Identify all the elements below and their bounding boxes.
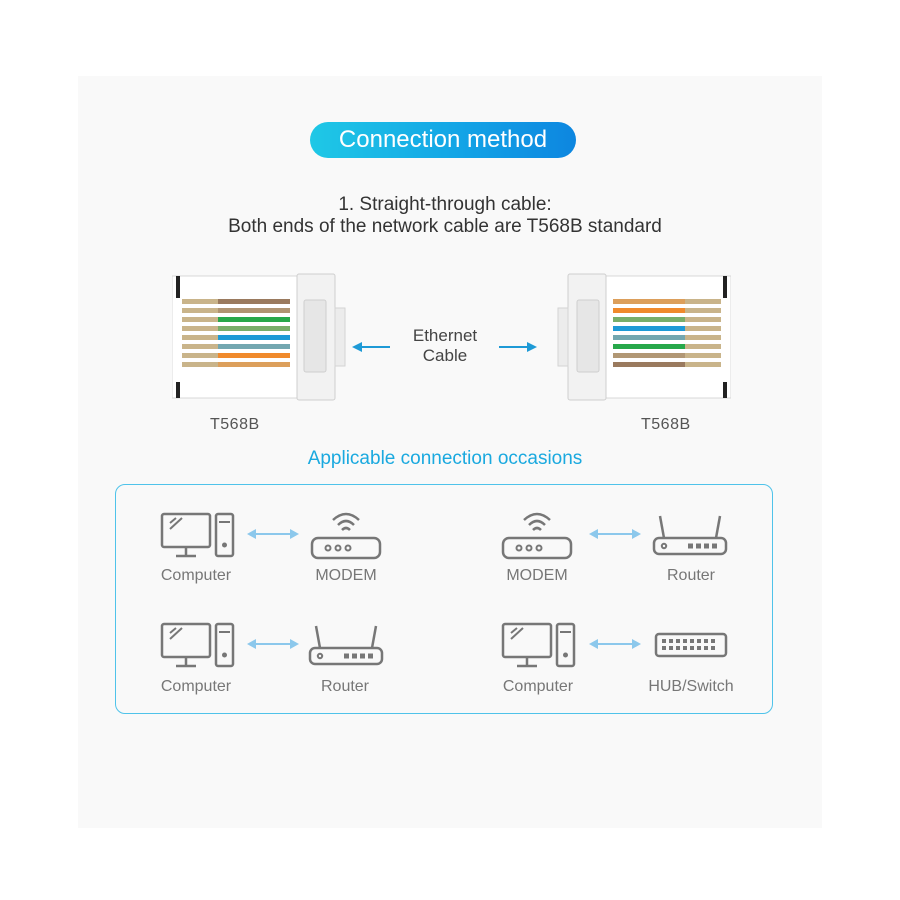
rj45-plug-right-image — [557, 273, 731, 401]
section-header-title: Connection method — [338, 126, 548, 153]
device-label: HUB/Switch — [648, 678, 734, 695]
left-plug-standard-label: T568B — [210, 416, 260, 433]
arrow-left-icon — [352, 342, 390, 352]
rj45-plug-left-image — [172, 273, 346, 401]
ethernet-cable-label: Ethernet Cable — [395, 326, 495, 366]
occasions-panel — [115, 484, 773, 714]
device-label: Computer — [160, 678, 232, 695]
device-label: Router — [666, 567, 716, 584]
ethernet-label-line2: Cable — [422, 346, 468, 365]
computer-icon — [160, 622, 235, 668]
device-label: Router — [320, 678, 370, 695]
bidirectional-arrow-icon — [589, 529, 641, 539]
computer-icon — [501, 622, 576, 668]
cable-type-heading: 1. Straight-through cable: — [338, 194, 552, 215]
device-label: MODEM — [315, 567, 377, 584]
bidirectional-arrow-icon — [589, 639, 641, 649]
background-panel — [78, 76, 822, 828]
device-label: MODEM — [506, 567, 568, 584]
cable-type-description: Both ends of the network cable are T568B… — [228, 216, 662, 237]
router-icon — [308, 625, 384, 666]
arrow-right-icon — [499, 342, 537, 352]
right-plug-standard-label: T568B — [641, 416, 691, 433]
modem-icon — [501, 512, 573, 560]
section-header-badge: Connection method — [310, 122, 576, 158]
device-label: Computer — [160, 567, 232, 584]
wire-bundle-left — [182, 299, 290, 367]
bidirectional-arrow-icon — [247, 639, 299, 649]
modem-icon — [310, 512, 382, 560]
computer-icon — [160, 512, 235, 558]
hub-switch-icon — [654, 632, 728, 658]
ethernet-label-line1: Ethernet — [412, 326, 478, 345]
bidirectional-arrow-icon — [247, 529, 299, 539]
wire-bundle-right — [613, 299, 721, 367]
router-icon — [652, 515, 728, 556]
occasions-title: Applicable connection occasions — [307, 448, 583, 469]
device-label: Computer — [502, 678, 574, 695]
